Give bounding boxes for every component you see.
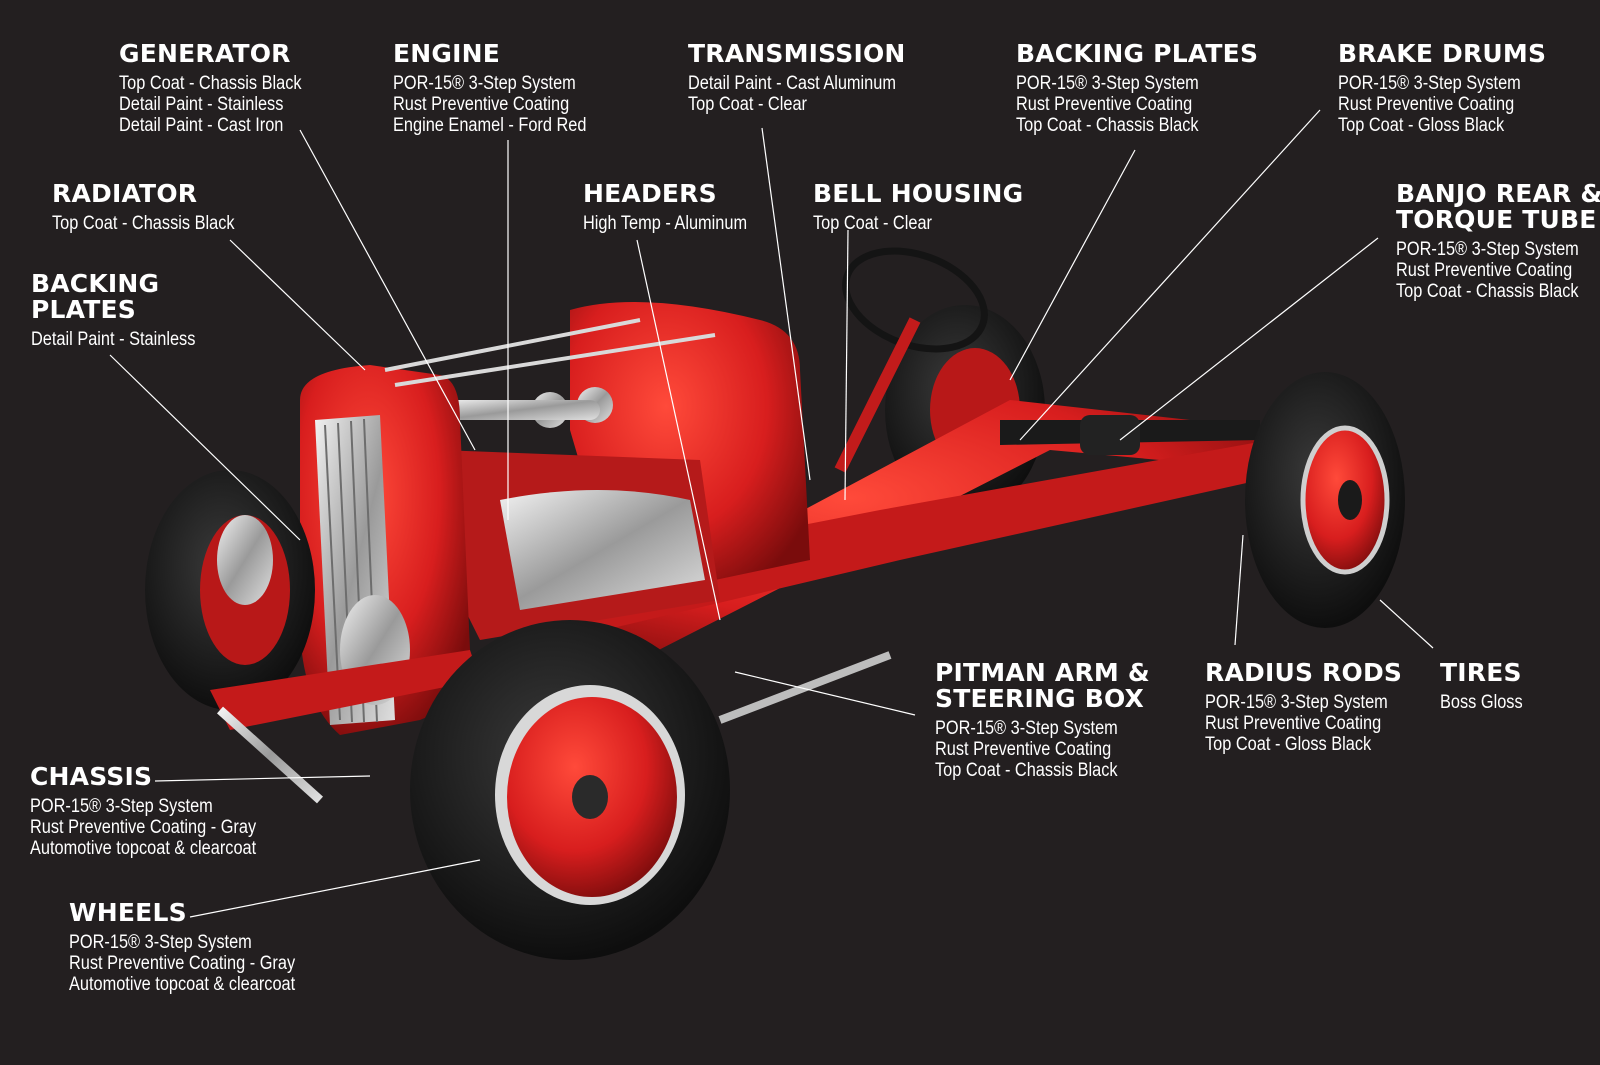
callout-line: Automotive topcoat & clearcoat (30, 838, 257, 859)
callout-backing-plates-left: BACKING PLATES Detail Paint - Stainless (31, 269, 222, 351)
callout-line: Detail Paint - Cast Iron (119, 115, 284, 136)
callout-title: GENERATOR (119, 39, 291, 68)
callout-line: POR-15® 3-Step System (69, 932, 252, 953)
callout-line: Top Coat - Chassis Black (52, 213, 235, 234)
callout-line: Detail Paint - Stainless (119, 94, 284, 115)
callout-title: BRAKE DRUMS (1338, 39, 1547, 68)
callout-line: Boss Gloss (1440, 692, 1523, 713)
callout-line: Rust Preventive Coating (935, 739, 1112, 760)
callout-title: TIRES (1440, 658, 1522, 687)
callout-line: Top Coat - Clear (688, 94, 807, 115)
callout-title: RADIUS RODS (1205, 658, 1403, 687)
callout-radiator: RADIATOR Top Coat - Chassis Black (52, 179, 264, 235)
callout-line: POR-15® 3-Step System (393, 73, 576, 94)
callout-line: Rust Preventive Coating (393, 94, 570, 115)
callout-line: POR-15® 3-Step System (1016, 73, 1199, 94)
callout-line: Rust Preventive Coating (1396, 260, 1573, 281)
leader-lines (109, 109, 1434, 918)
callout-line: POR-15® 3-Step System (30, 796, 213, 817)
callout-line: Rust Preventive Coating (1338, 94, 1515, 115)
callout-pitman-arm: PITMAN ARM & STEERING BOX POR-15® 3-Step… (935, 658, 1150, 782)
callout-title: RADIATOR (52, 179, 198, 208)
callout-headers: HEADERS High Temp - Aluminum (583, 179, 774, 235)
callout-title: BANJO REAR & TORQUE TUBE (1396, 179, 1600, 234)
callout-line: Rust Preventive Coating - Gray (69, 953, 296, 974)
callout-title: TRANSMISSION (688, 39, 906, 68)
callout-line: Detail Paint - Stainless (31, 329, 196, 350)
callout-line: Detail Paint - Cast Aluminum (688, 73, 896, 94)
callout-line: POR-15® 3-Step System (1205, 692, 1388, 713)
callout-line: Engine Enamel - Ford Red (393, 115, 587, 136)
callout-title: BACKING PLATES (31, 269, 160, 324)
callout-line: Top Coat - Chassis Black (935, 760, 1118, 781)
callout-line: Top Coat - Clear (813, 213, 932, 234)
callout-title: BELL HOUSING (813, 179, 1024, 208)
callout-line: Top Coat - Chassis Black (1016, 115, 1199, 136)
callout-line: POR-15® 3-Step System (935, 718, 1118, 739)
callout-line: Top Coat - Chassis Black (119, 73, 302, 94)
callout-title: ENGINE (393, 39, 501, 68)
callout-line: Rust Preventive Coating (1016, 94, 1193, 115)
callout-transmission: TRANSMISSION Detail Paint - Cast Aluminu… (688, 39, 930, 116)
callout-title: HEADERS (583, 179, 717, 208)
headlight-left (217, 515, 273, 605)
callout-title: CHASSIS (30, 762, 153, 791)
callout-banjo-rear: BANJO REAR & TORQUE TUBE POR-15® 3-Step … (1396, 179, 1600, 303)
callout-line: Rust Preventive Coating - Gray (30, 817, 257, 838)
flathead-engine (440, 387, 720, 640)
callout-title: WHEELS (69, 898, 187, 927)
callout-title: BACKING PLATES (1016, 39, 1259, 68)
front-right-wheel (410, 620, 730, 960)
callout-line: Top Coat - Gloss Black (1338, 115, 1505, 136)
callout-line: POR-15® 3-Step System (1396, 239, 1579, 260)
callout-line: Rust Preventive Coating (1205, 713, 1382, 734)
callout-title: PITMAN ARM & STEERING BOX (935, 658, 1150, 713)
callout-line: Top Coat - Gloss Black (1205, 734, 1372, 755)
callout-line: Top Coat - Chassis Black (1396, 281, 1579, 302)
rear-right-wheel (1245, 372, 1405, 628)
callout-bell-housing: BELL HOUSING Top Coat - Clear (813, 179, 1024, 235)
callout-line: Automotive topcoat & clearcoat (69, 974, 296, 995)
callout-line: High Temp - Aluminum (583, 213, 748, 234)
callout-tires: TIRES Boss Gloss (1440, 658, 1536, 714)
callout-line: POR-15® 3-Step System (1338, 73, 1521, 94)
